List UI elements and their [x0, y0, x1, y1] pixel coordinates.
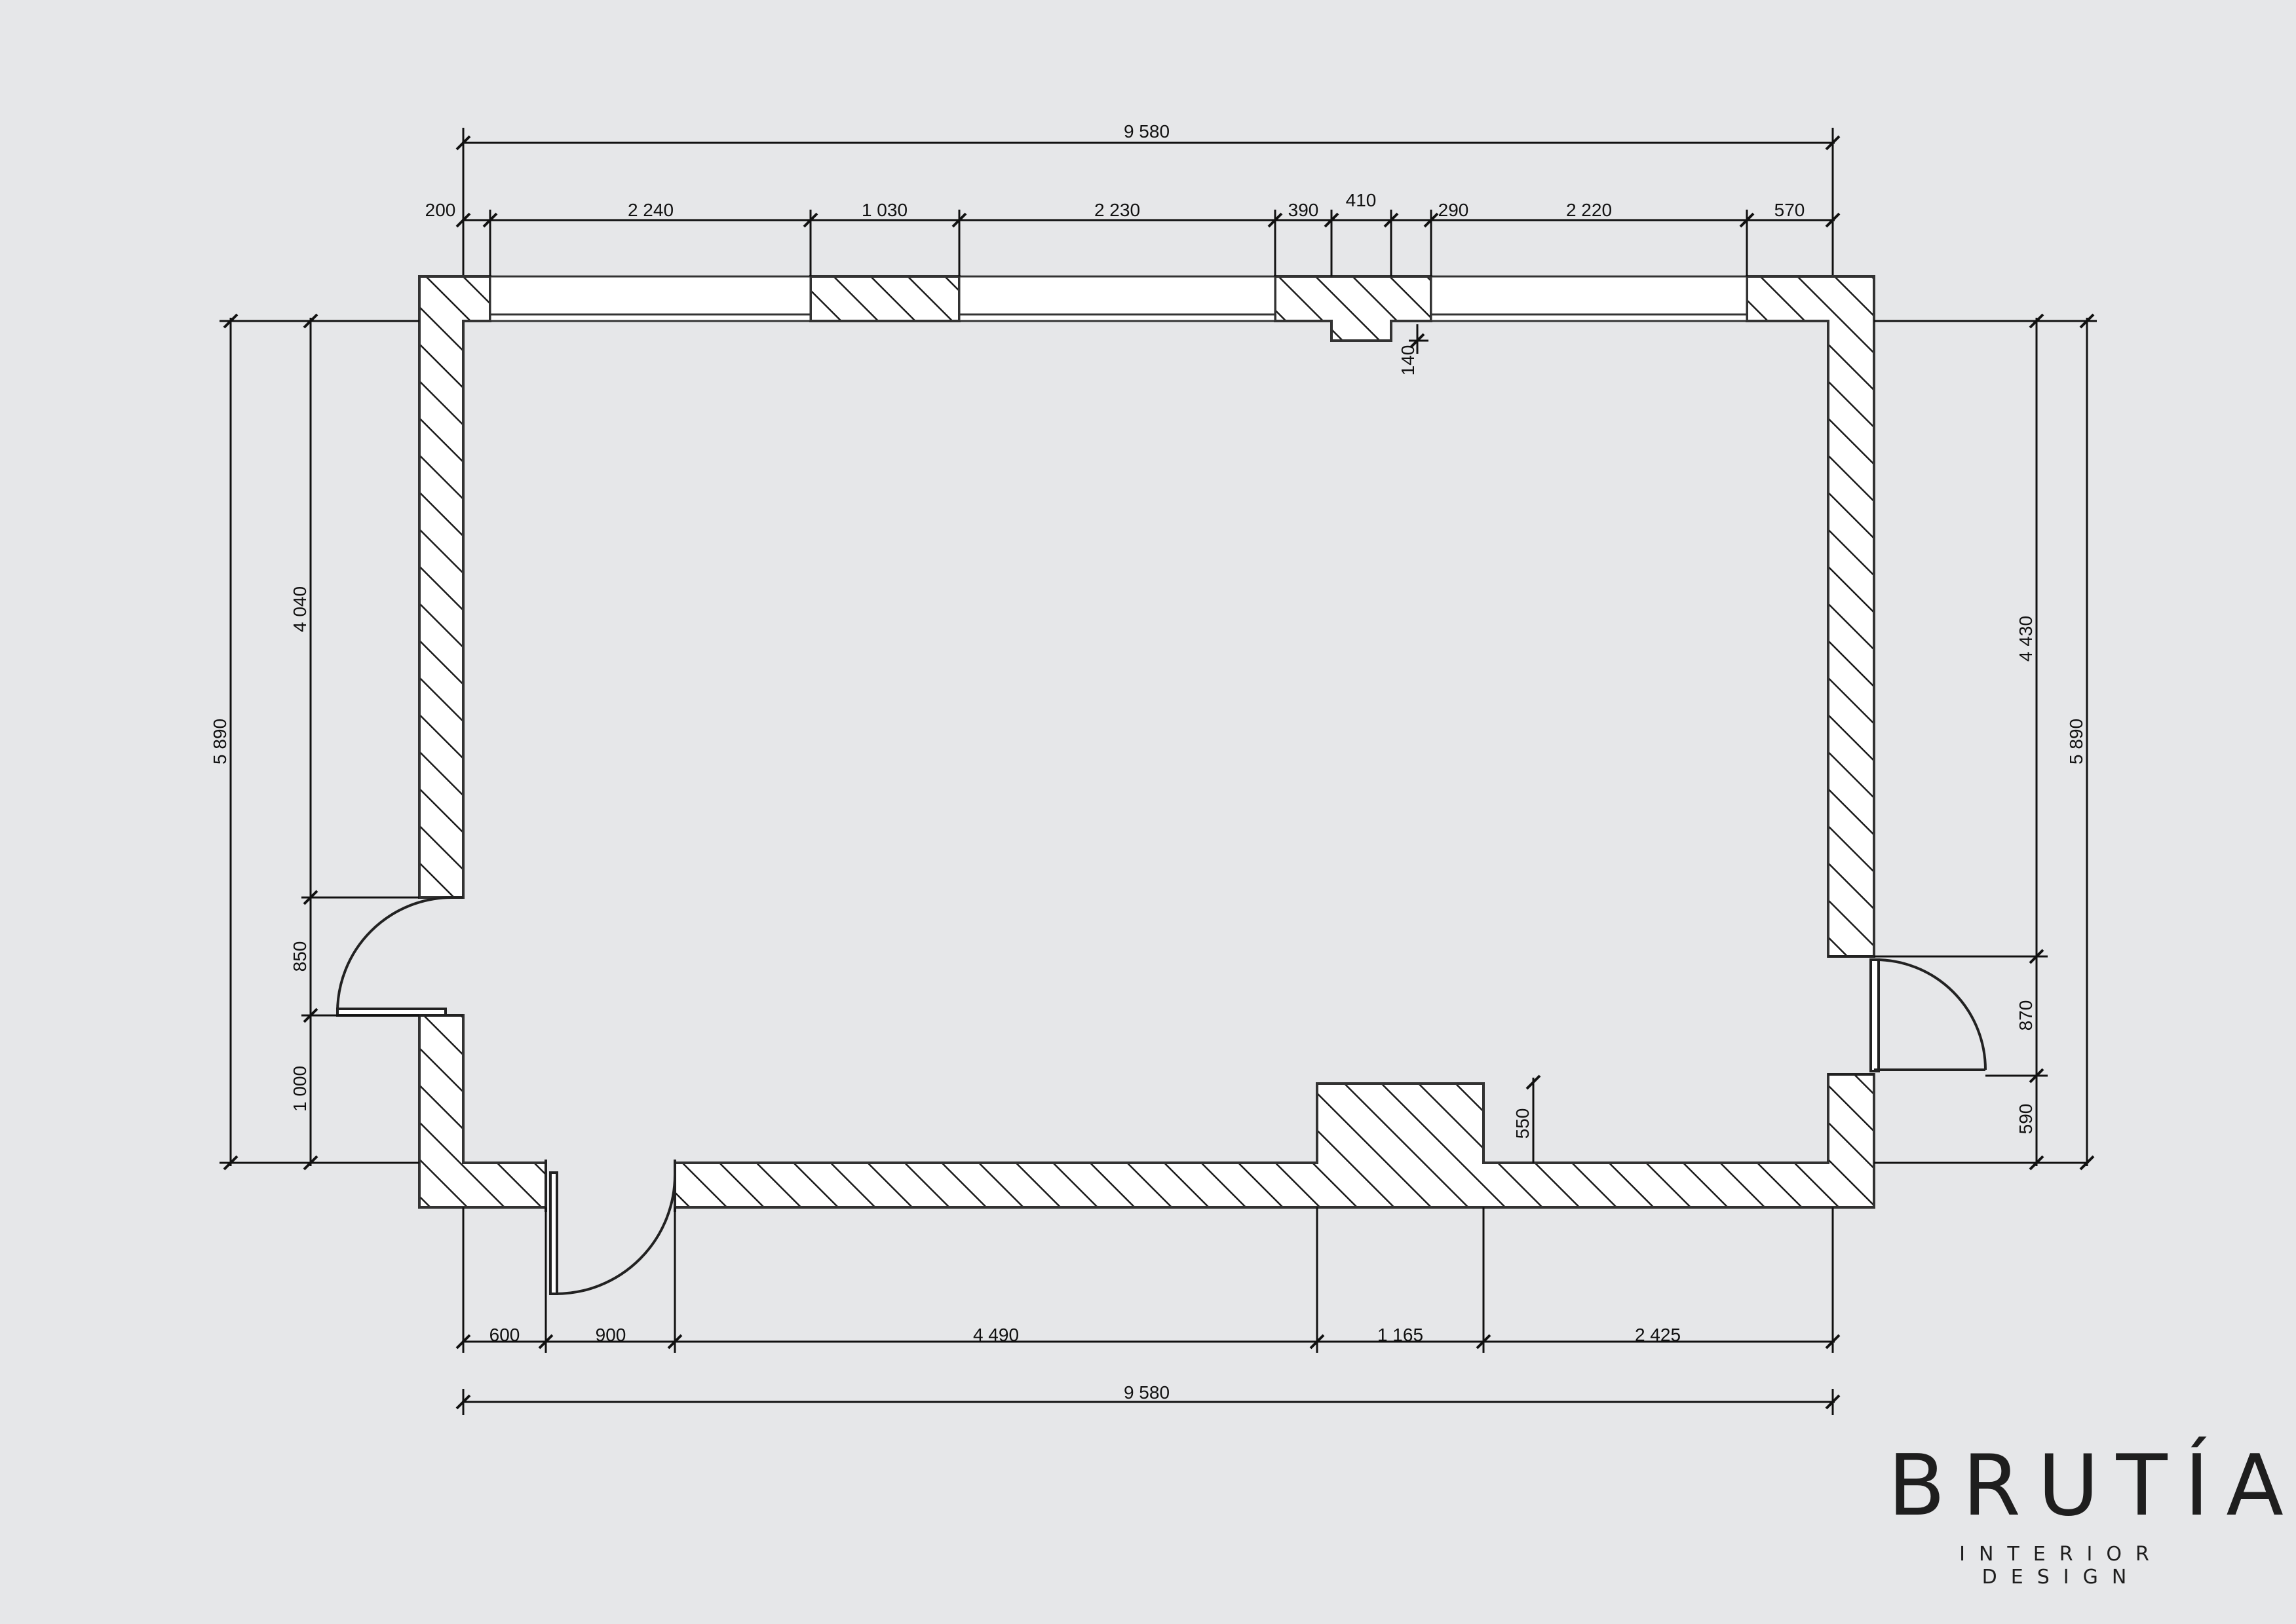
- dim-left-segment: 4 040: [290, 586, 310, 632]
- dim-top-segment: 290: [1438, 200, 1469, 220]
- door-left: [336, 896, 463, 1017]
- wall-left-upper: [418, 275, 491, 899]
- dim-top-segment: 200: [425, 200, 456, 220]
- dim-top-segment: 570: [1774, 200, 1805, 220]
- dim-top-overall: 9 580: [1124, 121, 1170, 142]
- door-bottom: [545, 1160, 676, 1295]
- door-right: [1828, 955, 1987, 1076]
- wall-left-lower: [418, 1014, 547, 1209]
- dim-bottom-overall: 9 580: [1124, 1382, 1170, 1403]
- dim-top-segment: 390: [1288, 200, 1319, 220]
- dim-top-segment: 2 230: [1094, 200, 1140, 220]
- dim-top-segment: 2 220: [1566, 200, 1612, 220]
- dim-left-segment: 1 000: [290, 1066, 310, 1112]
- dimension-lines: [220, 128, 2097, 1415]
- dim-bottom-segment: 2 425: [1635, 1325, 1681, 1345]
- dim-top-segment: 410: [1346, 190, 1377, 210]
- dim-right-overall: 5 890: [2066, 719, 2086, 765]
- dim-top-segment: 2 240: [628, 200, 674, 220]
- windows: [489, 275, 1748, 322]
- dimension-labels: 9 580 200 2 240 1 030 2 230 390 410 290 …: [210, 121, 2086, 1403]
- dim-bottom-segment: 600: [489, 1325, 520, 1345]
- brand-logo: BRUTÍAN INTERIOR DESIGN: [1871, 1437, 2296, 1589]
- wall-top-pier-1: [809, 275, 961, 322]
- dim-top-segment: 1 030: [862, 200, 908, 220]
- brand-wordmark: BRUTÍAN: [1888, 1437, 2296, 1535]
- dimension-ticks: [223, 135, 2095, 1410]
- dim-right-segment: 870: [2016, 1000, 2036, 1031]
- brand-tagline: INTERIOR DESIGN: [1959, 1543, 2163, 1589]
- dim-left-overall: 5 890: [210, 719, 230, 765]
- dim-bottom-segment: 4 490: [973, 1325, 1019, 1345]
- dim-right-segment: 4 430: [2016, 616, 2036, 662]
- dim-bottom-segment: 1 165: [1377, 1325, 1423, 1345]
- wall-bottom-main: [674, 1073, 1875, 1209]
- doors: [336, 896, 1987, 1295]
- dim-right-segment: 590: [2016, 1104, 2036, 1135]
- walls: [418, 275, 1875, 1209]
- wall-top-pier-2: [1274, 275, 1432, 342]
- wall-right-upper: [1746, 275, 1875, 958]
- dim-pillar-depth: 550: [1512, 1108, 1533, 1139]
- dim-left-segment: 850: [290, 941, 310, 972]
- dim-bottom-segment: 900: [596, 1325, 626, 1345]
- dim-column-depth: 140: [1398, 345, 1418, 376]
